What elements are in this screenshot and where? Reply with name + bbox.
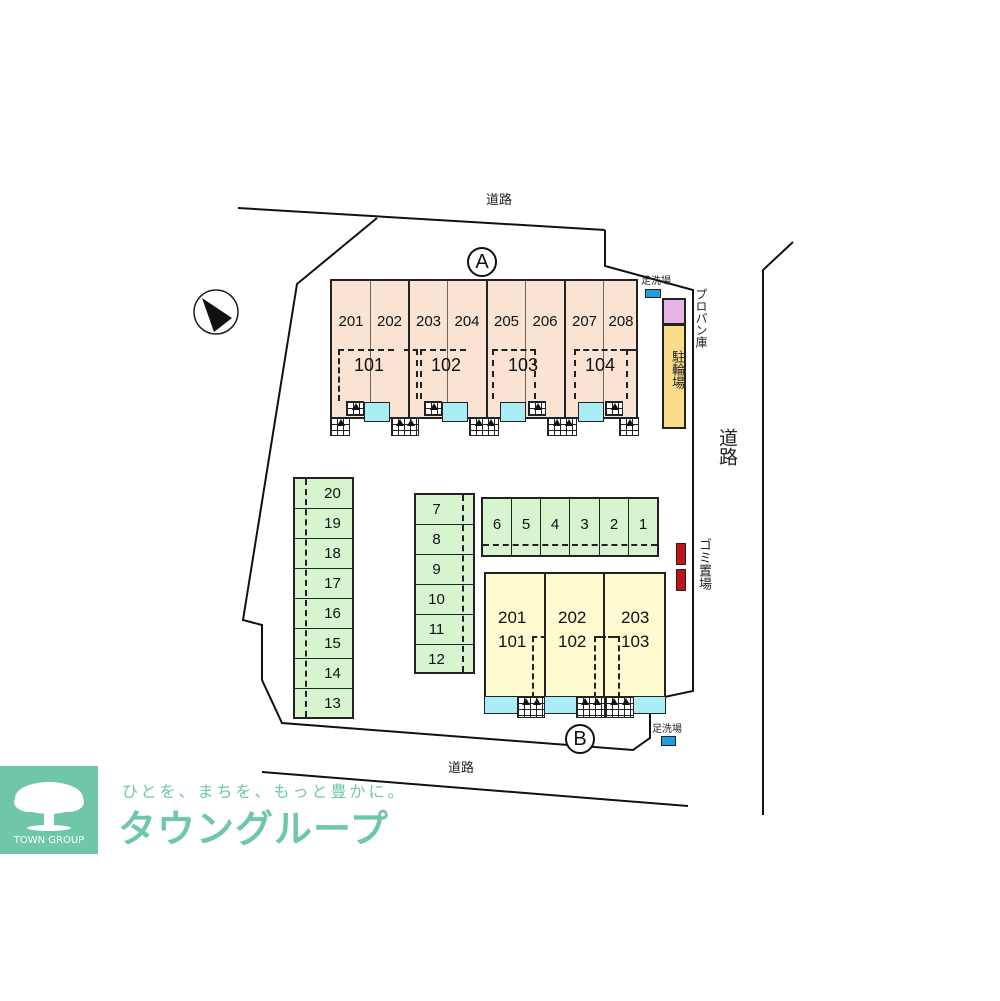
foot-wash-label-bottom: 足洗場	[652, 724, 682, 735]
entrance-a-102	[442, 402, 468, 422]
parking-space-11[interactable]: 11	[416, 615, 473, 645]
unit-a-103[interactable]: 103	[508, 355, 539, 375]
parking-space-16[interactable]: 16	[295, 599, 352, 629]
entrance-a-103	[500, 402, 526, 422]
garbage-bin	[676, 569, 686, 591]
building-b-entrance	[484, 696, 666, 714]
road-label-top: 道路	[486, 193, 513, 208]
road-label-right: 道路	[716, 428, 738, 466]
parking-space-7[interactable]: 7	[416, 495, 473, 525]
brand-name: タウングループ	[118, 807, 389, 851]
tree-icon	[14, 782, 84, 831]
parking-space-5[interactable]: 5	[512, 499, 541, 555]
unit-b-202-102[interactable]: 202 102	[546, 574, 605, 696]
parking-column-left: 20 19 18 17 16 15 14 13	[293, 477, 354, 719]
parking-space-18[interactable]: 18	[295, 539, 352, 569]
garbage-area-label: ゴミ置場	[696, 538, 711, 590]
parking-space-6[interactable]: 6	[483, 499, 512, 555]
garbage-bin	[676, 543, 686, 565]
parking-space-15[interactable]: 15	[295, 629, 352, 659]
foot-wash-top	[645, 289, 661, 298]
compass-icon	[192, 288, 240, 336]
parking-column-middle: 7 8 9 10 11 12	[414, 493, 475, 674]
building-a: 201 202 203 204 205 206 207 208 101 102 …	[330, 279, 638, 419]
unit-a-204[interactable]: 204	[448, 281, 488, 417]
parking-space-2[interactable]: 2	[600, 499, 629, 555]
foot-wash-bottom	[661, 736, 676, 746]
unit-a-206[interactable]: 206	[526, 281, 566, 417]
parking-space-19[interactable]: 19	[295, 509, 352, 539]
bicycle-parking[interactable]: 駐輪場	[662, 324, 686, 429]
stairs-icon	[424, 401, 442, 416]
stairs-icon	[605, 696, 634, 718]
parking-space-14[interactable]: 14	[295, 659, 352, 689]
building-b: 201 101 202 102 203 103	[484, 572, 666, 698]
parking-space-20[interactable]: 20	[295, 479, 352, 509]
stairs-icon	[330, 417, 350, 436]
foot-wash-label-top: 足洗場	[641, 276, 671, 287]
parking-space-9[interactable]: 9	[416, 555, 473, 585]
entrance-a-104	[578, 402, 604, 422]
parking-space-17[interactable]: 17	[295, 569, 352, 599]
stairs-icon	[576, 696, 605, 718]
propane-storage-label: プロパン庫	[694, 288, 708, 348]
parking-space-3[interactable]: 3	[570, 499, 600, 555]
unit-a-102[interactable]: 102	[431, 355, 462, 375]
stairs-icon	[619, 417, 639, 436]
stairs-icon	[469, 417, 499, 436]
stairs-icon	[346, 401, 364, 416]
road-label-bottom: 道路	[448, 761, 475, 776]
unit-b-203-103[interactable]: 203 103	[621, 608, 650, 651]
parking-space-1[interactable]: 1	[638, 516, 648, 533]
parking-space-10[interactable]: 10	[416, 585, 473, 615]
parking-space-13[interactable]: 13	[324, 695, 341, 712]
parking-space-8[interactable]: 8	[416, 525, 473, 555]
building-a-marker: A	[467, 247, 497, 277]
stairs-icon	[605, 401, 623, 416]
unit-b-201-101[interactable]: 201 101	[486, 574, 546, 696]
stairs-icon	[547, 417, 577, 436]
unit-a-208[interactable]: 208	[608, 313, 634, 330]
propane-storage	[662, 298, 686, 325]
parking-row-top: 6 5 4 3 2 1	[481, 497, 659, 557]
unit-a-101[interactable]: 101	[354, 355, 385, 375]
parking-space-12[interactable]: 12	[428, 651, 445, 668]
entrance-a-101	[364, 402, 390, 422]
town-group-logo: TOWN GROUP	[0, 766, 98, 854]
parking-space-4[interactable]: 4	[541, 499, 570, 555]
bicycle-parking-label: 駐輪場	[669, 350, 684, 389]
unit-a-104[interactable]: 104	[585, 355, 616, 375]
stairs-icon	[528, 401, 546, 416]
logo-text: TOWN GROUP	[13, 835, 85, 846]
stairs-icon	[391, 417, 419, 436]
tagline: ひとを、まちを、もっと豊かに。	[122, 782, 407, 801]
stairs-icon	[517, 696, 545, 718]
building-b-marker: B	[565, 724, 595, 754]
